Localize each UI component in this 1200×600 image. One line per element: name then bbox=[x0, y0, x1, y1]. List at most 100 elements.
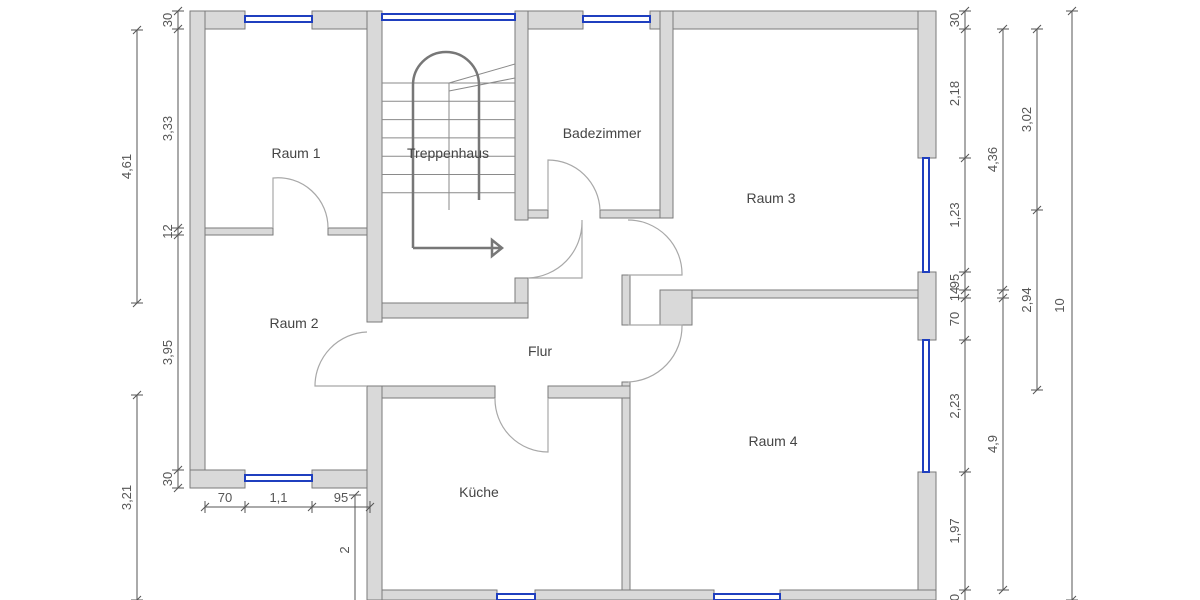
dim-right-2-tick bbox=[997, 585, 1009, 595]
dim-right-1-tick bbox=[959, 467, 971, 477]
wall bbox=[381, 302, 529, 319]
dim-bottom-vertical-label: 2 bbox=[337, 546, 352, 553]
wall bbox=[621, 274, 631, 326]
dim-right-1-label: 30 bbox=[947, 13, 962, 27]
wall bbox=[659, 10, 674, 219]
wall bbox=[649, 10, 937, 30]
dim-right-4-tick bbox=[1066, 595, 1078, 600]
room-label-kueche: Küche bbox=[459, 484, 499, 500]
dim-right-2-tick bbox=[997, 285, 1009, 295]
wall bbox=[917, 10, 937, 159]
room-label-badezimmer: Badezimmer bbox=[563, 125, 642, 141]
staircase bbox=[382, 50, 516, 259]
window bbox=[922, 157, 930, 273]
window bbox=[922, 339, 930, 473]
wall bbox=[779, 589, 937, 600]
dim-left-inner-tick bbox=[172, 6, 184, 16]
walls bbox=[189, 10, 937, 600]
dim-right-1-tick bbox=[959, 335, 971, 345]
dim-bottom-vertical-tick bbox=[349, 490, 361, 500]
dim-right-3-label: 2,94 bbox=[1019, 287, 1034, 312]
wall bbox=[189, 10, 206, 489]
stair-winder bbox=[448, 63, 516, 92]
dim-right-4-label: 10 bbox=[1052, 298, 1067, 312]
wall bbox=[917, 471, 937, 600]
wall bbox=[547, 385, 631, 399]
dim-right-1-label: 2,18 bbox=[947, 81, 962, 106]
door-swing bbox=[272, 177, 329, 229]
wall bbox=[621, 381, 631, 600]
dim-left-outer-2-tick bbox=[131, 595, 143, 600]
dimension-lines: 4,613,21303,33123,9530302,181,239514702,… bbox=[119, 6, 1078, 600]
dim-left-inner-tick bbox=[172, 24, 184, 34]
dim-right-2-tick bbox=[997, 293, 1009, 303]
dim-left-inner-label: 12 bbox=[160, 224, 175, 238]
dim-left-outer-label: 4,61 bbox=[119, 154, 134, 179]
dim-right-3-label: 3,02 bbox=[1019, 107, 1034, 132]
dim-right-1-label: 70 bbox=[947, 312, 962, 326]
room-labels: Raum 1 Raum 2 Treppenhaus Badezimmer Rau… bbox=[269, 125, 797, 500]
dim-right-1-tick bbox=[959, 153, 971, 163]
dim-right-1-label: 0 bbox=[947, 594, 962, 600]
room-label-raum1: Raum 1 bbox=[271, 145, 320, 161]
wall bbox=[659, 289, 937, 299]
wall bbox=[189, 469, 246, 489]
wall bbox=[659, 289, 693, 326]
dim-left-inner-tick bbox=[172, 483, 184, 493]
dim-left-outer-tick bbox=[131, 25, 143, 35]
dim-right-1-tick bbox=[959, 24, 971, 34]
dim-bottom-tick bbox=[240, 501, 250, 513]
wall bbox=[381, 385, 496, 399]
doors bbox=[272, 159, 683, 453]
dim-right-1-label: 1,97 bbox=[947, 518, 962, 543]
dim-left-outer-2-tick bbox=[131, 390, 143, 400]
wall bbox=[366, 10, 383, 323]
wall bbox=[327, 227, 368, 236]
dim-right-2-tick bbox=[997, 24, 1009, 34]
wall bbox=[527, 209, 549, 219]
dim-left-inner-label: 3,33 bbox=[160, 116, 175, 141]
dim-bottom-label: 1,1 bbox=[269, 490, 287, 505]
dim-right-1-label: 14 bbox=[947, 287, 962, 301]
dim-right-1-tick bbox=[959, 267, 971, 277]
wall bbox=[514, 10, 529, 221]
dim-left-inner-tick bbox=[172, 230, 184, 240]
door-swing bbox=[527, 220, 583, 279]
dim-right-2-label: 4,9 bbox=[985, 435, 1000, 453]
door-swing bbox=[627, 324, 683, 383]
windows bbox=[244, 13, 930, 600]
stair-path bbox=[411, 50, 481, 248]
dim-left-inner-label: 30 bbox=[160, 13, 175, 27]
window bbox=[244, 15, 313, 23]
dim-right-1-tick bbox=[959, 293, 971, 303]
wall bbox=[381, 589, 498, 600]
window bbox=[381, 13, 516, 21]
dim-right-3-tick bbox=[1031, 24, 1043, 34]
dim-bottom-label: 95 bbox=[334, 490, 348, 505]
dim-left-inner-tick bbox=[172, 223, 184, 233]
dim-right-1-tick bbox=[959, 285, 971, 295]
dim-left-inner-tick bbox=[172, 465, 184, 475]
dim-left-outer-tick bbox=[131, 298, 143, 308]
dim-bottom-tick bbox=[365, 501, 375, 513]
window bbox=[713, 593, 781, 600]
dim-right-1-label: 2,23 bbox=[947, 393, 962, 418]
wall bbox=[917, 271, 937, 341]
dim-left-inner-label: 3,95 bbox=[160, 340, 175, 365]
door-swing bbox=[494, 397, 549, 453]
dim-bottom-label: 70 bbox=[218, 490, 232, 505]
room-label-raum4: Raum 4 bbox=[748, 433, 797, 449]
room-label-flur: Flur bbox=[528, 343, 552, 359]
room-label-raum2: Raum 2 bbox=[269, 315, 318, 331]
window bbox=[582, 15, 651, 23]
room-label-treppenhaus: Treppenhaus bbox=[407, 145, 489, 161]
dim-right-1-label: 1,23 bbox=[947, 202, 962, 227]
dim-bottom-tick bbox=[200, 501, 210, 513]
dim-right-3-tick bbox=[1031, 205, 1043, 215]
room-label-raum3: Raum 3 bbox=[746, 190, 795, 206]
dim-left-outer-2-label: 3,21 bbox=[119, 485, 134, 510]
dim-right-1-tick bbox=[959, 6, 971, 16]
dim-right-2-label: 4,36 bbox=[985, 147, 1000, 172]
dim-bottom-tick bbox=[307, 501, 317, 513]
